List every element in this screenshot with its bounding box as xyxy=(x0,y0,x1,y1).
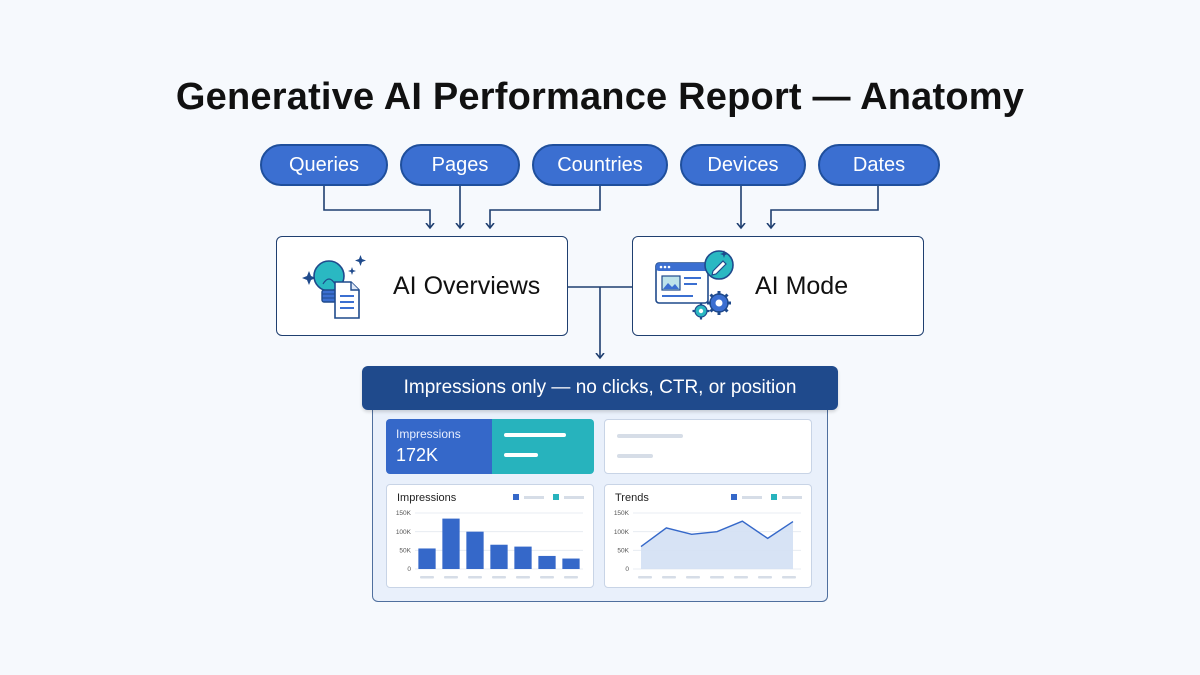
x-tick-placeholder xyxy=(444,576,458,579)
filter-pill-queries: Queries xyxy=(260,144,388,186)
node-ai-overviews: AI Overviews xyxy=(276,236,568,336)
bar xyxy=(514,546,532,569)
y-tick-label: 150K xyxy=(614,510,630,517)
x-tick-placeholder xyxy=(564,576,578,579)
x-tick-placeholder xyxy=(734,576,748,579)
bar-chart: 150K 100K 50K 0 xyxy=(396,510,583,579)
chart-card-trends: Trends 150K 100K 50K 0 xyxy=(604,484,812,588)
x-tick-placeholder xyxy=(420,576,434,579)
x-tick-placeholder xyxy=(686,576,700,579)
x-tick-placeholder xyxy=(662,576,676,579)
browser-gears-icon xyxy=(655,250,734,320)
kpi-label: Impressions xyxy=(396,427,461,441)
pill-label: Devices xyxy=(707,153,779,176)
kpi-block xyxy=(386,419,492,474)
legend-swatch xyxy=(771,494,777,500)
y-tick-label: 0 xyxy=(625,566,629,573)
filter-pill-pages: Pages xyxy=(400,144,520,186)
pill-label: Dates xyxy=(852,153,906,176)
kpi-card-impressions: Impressions 172K xyxy=(386,419,594,474)
area-chart: 150K 100K 50K 0 xyxy=(614,510,801,579)
node-ai-mode: AI Mode xyxy=(632,236,924,336)
legend-placeholder xyxy=(524,496,544,499)
page-title: Generative AI Performance Report — Anato… xyxy=(175,76,1025,118)
lightbulb-document-icon xyxy=(302,255,366,319)
chart-card-impressions: Impressions 150K 100K 50K 0 xyxy=(386,484,594,588)
filter-pill-countries: Countries xyxy=(532,144,668,186)
x-tick-placeholder xyxy=(758,576,772,579)
x-tick-placeholder xyxy=(710,576,724,579)
area-fill xyxy=(641,521,793,569)
y-tick-label: 100K xyxy=(614,529,630,536)
bar xyxy=(466,531,484,569)
x-tick-placeholder xyxy=(638,576,652,579)
placeholder-line xyxy=(617,454,653,458)
pill-label: Queries xyxy=(288,153,360,176)
filter-pill-dates: Dates xyxy=(818,144,940,186)
legend-placeholder xyxy=(564,496,584,499)
chart-title: Impressions xyxy=(397,492,457,504)
kpi-card-placeholder xyxy=(604,419,812,474)
impressions-banner: Impressions only — no clicks, CTR, or po… xyxy=(362,366,838,410)
x-tick-placeholder xyxy=(516,576,530,579)
arrow-dates xyxy=(771,186,879,228)
pill-label: Pages xyxy=(431,153,489,176)
kpi-accent-block xyxy=(492,419,594,474)
trend-line xyxy=(640,520,794,548)
bar xyxy=(562,558,580,569)
chart-title: Trends xyxy=(615,492,649,504)
pill-label: Countries xyxy=(557,153,643,176)
placeholder-line xyxy=(504,453,538,457)
legend-swatch xyxy=(553,494,559,500)
legend-placeholder xyxy=(742,496,762,499)
x-tick-placeholder xyxy=(540,576,554,579)
legend-swatch xyxy=(731,494,737,500)
kpi-value: 172K xyxy=(396,445,439,465)
bar xyxy=(490,544,508,569)
bar xyxy=(442,518,460,569)
filter-pill-devices: Devices xyxy=(680,144,806,186)
y-tick-label: 100K xyxy=(396,529,412,536)
x-tick-placeholder xyxy=(782,576,796,579)
placeholder-line xyxy=(617,434,683,438)
node-label: AI Mode xyxy=(755,271,849,300)
y-tick-label: 0 xyxy=(407,566,411,573)
x-tick-placeholder xyxy=(468,576,482,579)
arrow-countries xyxy=(490,186,601,228)
bar xyxy=(418,548,436,569)
legend-placeholder xyxy=(782,496,802,499)
bar xyxy=(538,555,556,569)
legend-swatch xyxy=(513,494,519,500)
arrow-queries xyxy=(323,186,430,228)
y-tick-label: 50K xyxy=(617,548,629,555)
node-label: AI Overviews xyxy=(393,271,541,300)
arrow-merge xyxy=(568,286,632,358)
y-tick-label: 50K xyxy=(399,548,411,555)
y-tick-label: 150K xyxy=(396,510,412,517)
placeholder-line xyxy=(504,433,566,437)
x-tick-placeholder xyxy=(492,576,506,579)
